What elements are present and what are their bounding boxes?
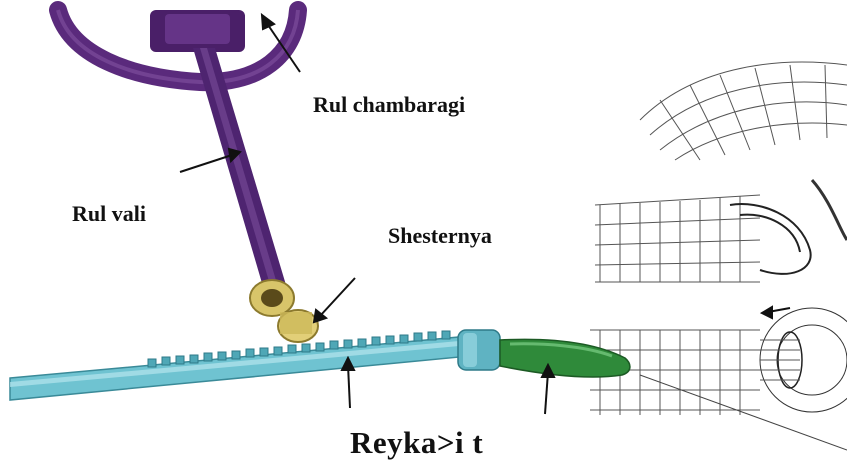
- wireframe-wheel-assembly: [590, 62, 847, 450]
- steering-rack: [10, 330, 500, 400]
- arrow-pinion: [320, 278, 355, 316]
- label-steering-shaft: Rul vali: [72, 201, 146, 227]
- arrow-steering-wheel-head: [262, 15, 274, 29]
- pinion-gear: [250, 280, 318, 342]
- label-rack: Reyka>i t: [350, 425, 483, 461]
- arrow-rack-2: [545, 372, 548, 414]
- arrow-rack-1: [348, 365, 350, 408]
- label-steering-wheel: Rul chambaragi: [313, 92, 465, 118]
- arrow-steering-shaft: [180, 155, 232, 172]
- label-pinion: Shesternya: [388, 223, 492, 249]
- arrow-wheel-hub-head: [762, 307, 772, 318]
- tie-rod-end: [500, 339, 630, 377]
